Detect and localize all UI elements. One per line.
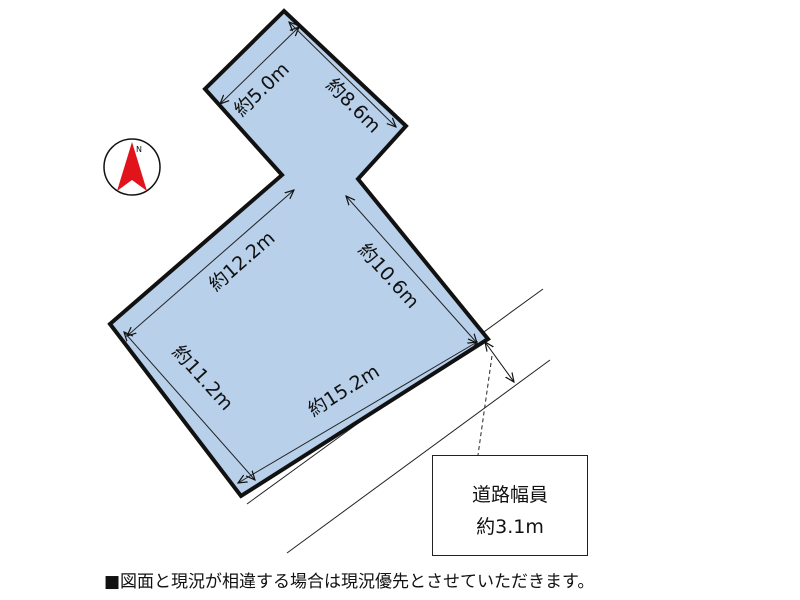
dim-line-top-width — [220, 27, 299, 104]
road-width-value: 約3.1m — [476, 516, 544, 538]
lot-outline — [107, 8, 491, 499]
north-arrow-icon: N — [103, 138, 161, 196]
dim-line-bottom — [238, 342, 477, 483]
road-width-title: 道路幅員 — [471, 484, 548, 506]
north-letter: N — [136, 145, 142, 154]
road-width-leader — [477, 355, 493, 456]
dim-line-top-right — [289, 22, 396, 127]
dim-line-upper-left — [127, 190, 294, 336]
road-width-arrow — [485, 342, 514, 382]
road-width-box: 道路幅員 約3.1m — [432, 455, 588, 556]
footnote: ■図面と現況が相違する場合は現況優先とさせていただきます。 — [104, 572, 595, 592]
dim-line-right — [346, 196, 477, 343]
dim-line-left — [124, 332, 255, 480]
